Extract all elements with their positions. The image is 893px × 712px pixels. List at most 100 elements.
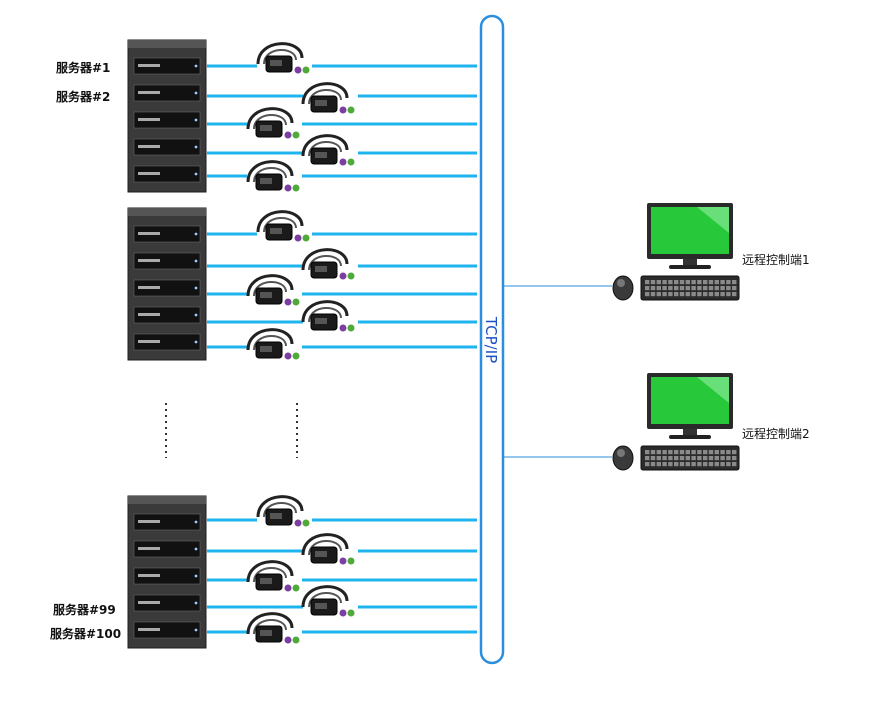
keyboard-key: [703, 286, 708, 291]
kvm-adapter-icon: [301, 248, 355, 280]
tcp-ip-bus-label: TCP/IP: [482, 316, 500, 364]
adapter-cable-loop: [246, 107, 294, 130]
monitor-glare: [697, 377, 729, 403]
adapter-ps2-green: [302, 519, 310, 527]
monitor-glare: [697, 207, 729, 233]
server-unit: [133, 621, 201, 639]
keyboard-key: [656, 286, 661, 291]
server-unit-plate: [138, 601, 160, 604]
keyboard-key: [674, 292, 679, 297]
keyboard-key: [668, 280, 673, 285]
server-unit-plate: [138, 118, 160, 121]
keyboard-key: [691, 456, 696, 461]
keyboard-key: [656, 456, 661, 461]
adapter-cable-loop: [246, 612, 294, 635]
server-unit-plate: [138, 145, 160, 148]
adapter-ps2-green: [292, 298, 300, 306]
keyboard-key: [685, 450, 690, 455]
adapter-ps2-green: [292, 584, 300, 592]
monitor-neck: [683, 429, 697, 435]
adapter-cable-loop: [256, 495, 304, 518]
kvm-adapter-icon: [301, 533, 355, 565]
remote-terminal-1: [612, 203, 740, 301]
keyboard-key: [703, 280, 708, 285]
keyboard-key: [685, 456, 690, 461]
adapter-cable-loop: [256, 210, 304, 233]
server-led: [194, 628, 198, 632]
keyboard-key: [720, 286, 725, 291]
server-unit: [133, 225, 201, 243]
server-unit: [133, 57, 201, 75]
keyboard-key: [656, 280, 661, 285]
server-unit-plate: [138, 340, 160, 343]
adapter-port: [315, 152, 327, 158]
kvm-adapter-icon: [256, 42, 310, 74]
server-led: [194, 520, 198, 524]
keyboard-key: [656, 462, 661, 467]
keyboard-key: [679, 292, 685, 297]
adapter-cable-loop-inner: [308, 307, 342, 323]
keyboard-key: [708, 286, 714, 291]
adapter-ps2-green: [347, 557, 355, 565]
keyboard-key: [650, 286, 656, 291]
kvm-adapter-icon: [246, 160, 300, 192]
adapter-port: [315, 318, 327, 324]
server-led: [194, 286, 198, 290]
monitor-neck: [683, 259, 697, 265]
adapter-ps2-green: [302, 234, 310, 242]
monitor-base: [669, 435, 711, 439]
adapter-ps2-purple: [284, 636, 292, 644]
adapter-cable-loop: [301, 533, 349, 556]
adapter-port: [260, 178, 272, 184]
keyboard-key: [732, 292, 737, 297]
keyboard-key: [668, 292, 673, 297]
kvm-adapter-icon: [301, 585, 355, 617]
keyboard-key: [691, 450, 696, 455]
keyboard-key: [691, 292, 696, 297]
server-unit-plate: [138, 64, 160, 67]
adapter-ps2-purple: [284, 131, 292, 139]
keyboard-key: [726, 280, 731, 285]
kvm-adapter-icon: [301, 134, 355, 166]
keyboard-key: [656, 292, 661, 297]
server-unit: [133, 252, 201, 270]
keyboard-key: [685, 280, 690, 285]
keyboard-key: [645, 292, 650, 297]
server-led: [194, 547, 198, 551]
kvm-adapter-icon: [246, 107, 300, 139]
rack-top: [128, 40, 206, 48]
kvm-adapter-icon: [301, 82, 355, 114]
adapter-port: [260, 346, 272, 352]
keyboard-key: [714, 292, 719, 297]
adapter-port: [260, 292, 272, 298]
keyboard-key: [720, 462, 725, 467]
keyboard-key: [650, 450, 656, 455]
server-led: [194, 64, 198, 68]
keyboard-key: [691, 462, 696, 467]
adapter-ps2-purple: [339, 272, 347, 280]
keyboard-key: [714, 280, 719, 285]
kvm-adapter-icon: [256, 210, 310, 242]
adapter-cable-loop-inner: [308, 141, 342, 157]
keyboard-key: [656, 450, 661, 455]
remote-terminal-2: [612, 373, 740, 471]
kvm-adapter-icon: [246, 274, 300, 306]
server-99-label: 服务器#99: [53, 603, 116, 617]
keyboard-key: [732, 280, 737, 285]
server-led: [194, 574, 198, 578]
keyboard-key: [645, 280, 650, 285]
keyboard-key: [685, 292, 690, 297]
keyboard-key: [714, 450, 719, 455]
adapter-port: [315, 551, 327, 557]
adapter-cable-loop: [301, 585, 349, 608]
adapter-cable-loop-inner: [308, 540, 342, 556]
server-rack-icon: [127, 207, 207, 361]
keyboard-key: [720, 450, 725, 455]
adapter-port: [260, 578, 272, 584]
keyboard-key: [708, 280, 714, 285]
adapter-ps2-purple: [284, 352, 292, 360]
keyboard-key: [674, 462, 679, 467]
keyboard-key: [679, 280, 685, 285]
keyboard-key: [732, 462, 737, 467]
rack-top: [128, 496, 206, 504]
